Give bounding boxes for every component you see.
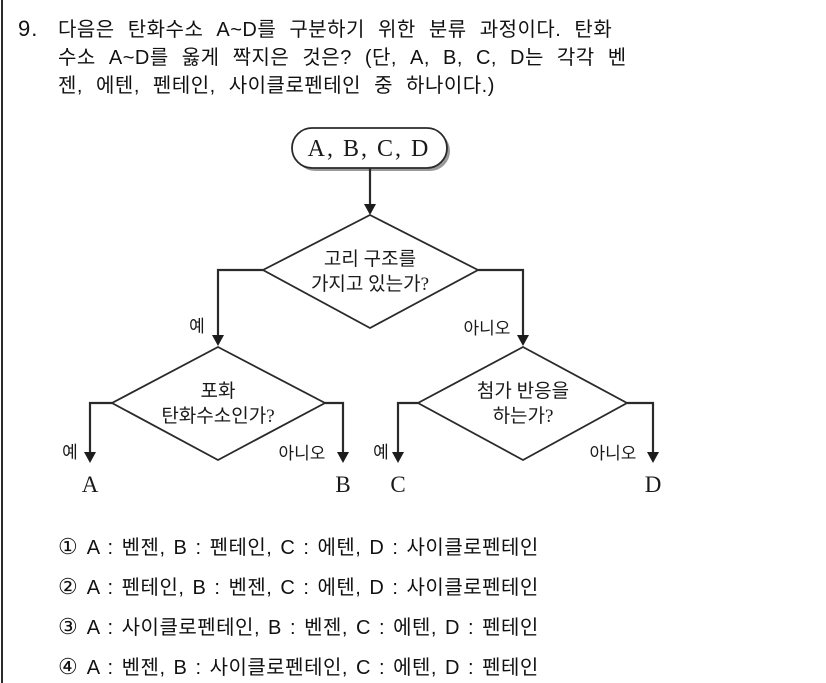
choice-1-number: ①: [58, 534, 78, 559]
decision-ring-line1: 고리 구조를: [324, 248, 416, 270]
question-line-1: 다음은 탄화수소 A~D를 구분하기 위한 분류 과정이다. 탄화: [58, 19, 613, 41]
arrowhead-d2: [212, 335, 224, 346]
outcome-a: A: [82, 472, 99, 497]
label-d3-no: 아니오: [590, 444, 637, 463]
choice-4: ④ A : 벤젠, B : 사이클로펜테인, C : 에텐, D : 펜테인: [58, 654, 818, 681]
flowchart-svg: A, B, C, D 고리 구조를 가지고 있는가? 예 아니오 포화 탄화수소…: [62, 127, 662, 497]
choice-3: ③ A : 사이클로펜테인, B : 벤젠, C : 에텐, D : 펜테인: [58, 614, 818, 641]
choice-2-text: A : 펜테인, B : 벤젠, C : 에텐, D : 사이클로펜테인: [86, 577, 539, 599]
choice-3-number: ③: [58, 614, 78, 639]
label-d1-no: 아니오: [464, 319, 511, 338]
decision-addition-line1: 첨가 반응을: [477, 380, 569, 402]
choice-4-number: ④: [58, 654, 78, 679]
choice-2-number: ②: [58, 574, 78, 599]
label-d1-yes: 예: [189, 317, 205, 336]
arrowhead-outcome-b: [337, 452, 349, 463]
connector-d1-yes: [216, 268, 263, 336]
classification-flowchart: A, B, C, D 고리 구조를 가지고 있는가? 예 아니오 포화 탄화수소…: [0, 120, 826, 520]
choice-2: ② A : 펜테인, B : 벤젠, C : 에텐, D : 사이클로펜테인: [58, 574, 818, 601]
arrowhead-outcome-d: [647, 452, 659, 463]
decision-ring-diamond: [261, 213, 480, 330]
label-d2-yes: 예: [62, 443, 78, 462]
page-border-line: [1, 0, 3, 683]
question-number: 9.: [18, 16, 39, 41]
decision-addition-diamond: [416, 345, 629, 462]
connector-d3-no: [627, 401, 655, 453]
arrowhead-d1: [364, 204, 376, 215]
choice-1-text: A : 벤젠, B : 펜테인, C : 에텐, D : 사이클로펜테인: [86, 537, 539, 559]
outcome-d: D: [645, 472, 662, 497]
outcome-c: C: [390, 472, 405, 497]
arrowhead-outcome-c: [392, 452, 404, 463]
connector-d3-yes: [396, 401, 418, 453]
decision-saturated-line1: 포화: [201, 380, 236, 402]
decision-addition-line2: 하는가?: [493, 405, 554, 427]
label-d2-no: 아니오: [279, 444, 326, 463]
label-d3-yes: 예: [373, 443, 389, 462]
question-line-3: 젠, 에텐, 펜테인, 사이클로펜테인 중 하나이다.): [58, 75, 495, 97]
connector-d2-yes: [88, 401, 112, 453]
connector-d2-no: [325, 401, 345, 453]
question-text: 다음은 탄화수소 A~D를 구분하기 위한 분류 과정이다. 탄화 수소 A~D…: [58, 16, 808, 100]
answer-choices: ① A : 벤젠, B : 펜테인, C : 에텐, D : 사이클로펜테인 ②…: [58, 534, 818, 683]
outcome-b: B: [335, 472, 350, 497]
decision-saturated-line2: 탄화수소인가?: [161, 405, 274, 427]
choice-3-text: A : 사이클로펜테인, B : 벤젠, C : 에텐, D : 펜테인: [86, 617, 539, 639]
decision-saturated-diamond: [110, 345, 327, 462]
arrowhead-d3: [517, 335, 529, 346]
decision-ring-line2: 가지고 있는가?: [311, 273, 429, 295]
choice-4-text: A : 벤젠, B : 사이클로펜테인, C : 에텐, D : 펜테인: [86, 657, 539, 679]
choice-1: ① A : 벤젠, B : 펜테인, C : 에텐, D : 사이클로펜테인: [58, 534, 818, 561]
connector-d1-no: [478, 268, 525, 336]
start-node-label: A, B, C, D: [308, 136, 431, 162]
arrowhead-outcome-a: [84, 452, 96, 463]
question-block: 9. 다음은 탄화수소 A~D를 구분하기 위한 분류 과정이다. 탄화 수소 …: [18, 16, 808, 100]
question-line-2: 수소 A~D를 옳게 짝지은 것은? (단, A, B, C, D는 각각 벤: [58, 47, 627, 69]
